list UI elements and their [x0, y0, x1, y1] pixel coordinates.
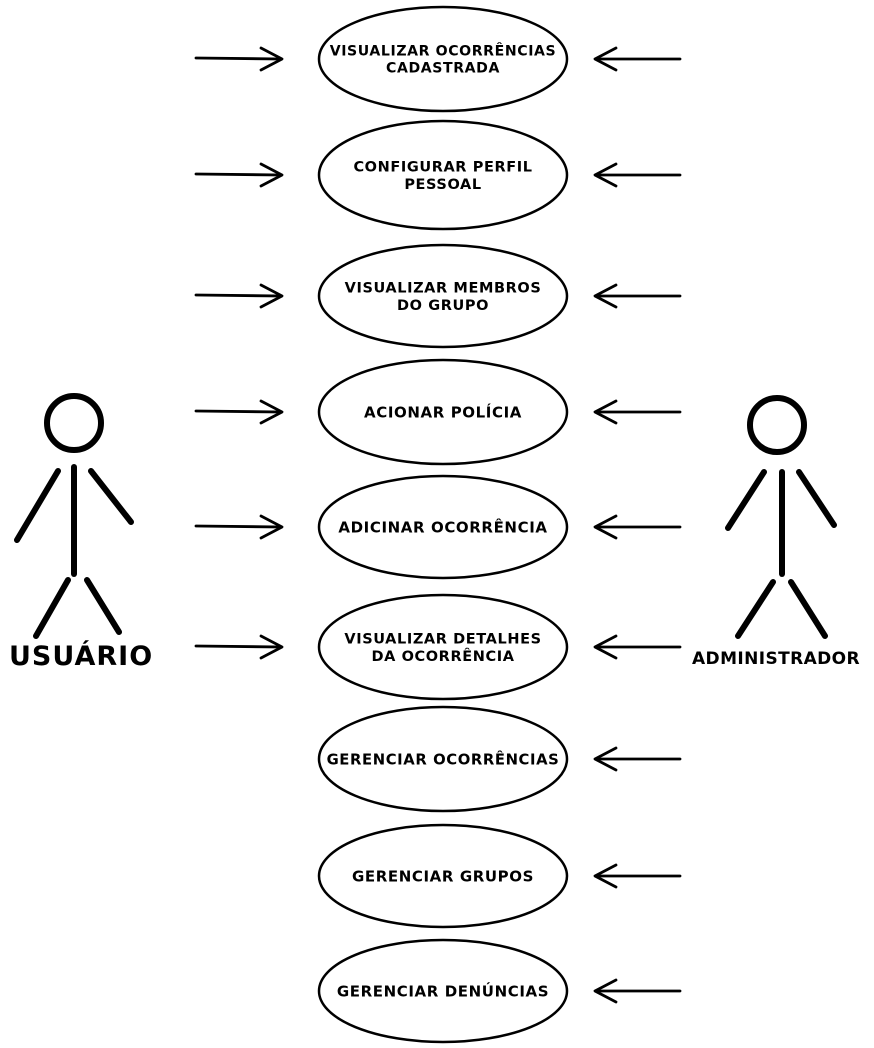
arrow-admin-to-use-case: [593, 399, 682, 425]
arrow-head: [593, 399, 618, 425]
arrow-user-to-use-case: [194, 46, 284, 72]
arrow-shaft: [194, 524, 283, 529]
arrow-admin-to-use-case: [593, 46, 682, 72]
use-case-label-line-2: DA OCORRÊNCIA: [371, 648, 514, 665]
arrow-head: [593, 634, 618, 660]
arrow-head: [259, 634, 284, 660]
use-case-label-line-1: ACIONAR POLÍCIA: [364, 402, 522, 421]
arrow-shaft: [194, 56, 283, 61]
actor-user-figure: [14, 393, 134, 639]
arrow-user-to-use-case: [194, 162, 284, 188]
use-case-label-line-1: CONFIGURAR PERFIL: [353, 159, 532, 175]
use-case-label-line-1: VISUALIZAR DETALHES: [344, 631, 541, 647]
arrow-admin-to-use-case: [593, 283, 682, 309]
use-case: GERENCIAR GRUPOS: [317, 823, 569, 929]
actor-user-label: USUÁRIO: [9, 641, 154, 672]
use-case-ellipse: [317, 593, 569, 701]
actor-admin-figure: [725, 395, 837, 639]
use-case-label-line-1: ADICINAR OCORRÊNCIA: [338, 517, 547, 536]
use-case-ellipse: [317, 358, 569, 466]
actor-user-left-arm: [14, 468, 61, 543]
use-case-label-line-1: GERENCIAR OCORRÊNCIAS: [327, 750, 560, 768]
actor-user-right-leg: [84, 577, 122, 635]
use-case-ellipse: [317, 705, 569, 813]
arrow-head: [593, 746, 618, 772]
actor-user-head: [44, 393, 104, 453]
arrow-user-to-use-case: [194, 283, 284, 309]
arrow-admin-to-use-case: [593, 863, 682, 889]
actor-user-left-leg: [33, 577, 71, 639]
use-case: GERENCIAR OCORRÊNCIAS: [317, 705, 569, 813]
use-case-label-line-1: VISUALIZAR MEMBROS: [345, 280, 542, 296]
actor-admin-left-leg: [735, 579, 776, 639]
use-case-ellipse: [317, 243, 569, 349]
use-case-ellipse: [317, 823, 569, 929]
use-case-label-line-2: PESSOAL: [404, 177, 481, 193]
actor-admin-head: [747, 395, 807, 455]
use-case-ellipse: [317, 5, 569, 113]
arrow-head: [259, 399, 284, 425]
arrow-head: [593, 162, 618, 188]
use-case: ACIONAR POLÍCIA: [317, 358, 569, 466]
arrow-admin-to-use-case: [593, 978, 682, 1004]
arrow-admin-to-use-case: [593, 634, 682, 660]
use-case: VISUALIZAR MEMBROS DO GRUPO: [317, 243, 569, 349]
actor-user-right-arm: [88, 468, 134, 525]
arrow-user-to-use-case: [194, 514, 284, 540]
arrow-head: [593, 863, 618, 889]
arrow-head: [259, 283, 284, 309]
arrow-admin-to-use-case: [593, 746, 682, 772]
arrow-head: [259, 46, 284, 72]
arrow-admin-to-use-case: [593, 514, 682, 540]
arrow-head: [593, 283, 618, 309]
arrow-shaft: [194, 409, 283, 414]
arrow-user-to-use-case: [194, 399, 284, 425]
arrow-head: [593, 514, 618, 540]
arrows-layer: [194, 46, 682, 1004]
use-case: CONFIGURAR PERFIL PESSOAL: [317, 119, 569, 231]
actor-admin-left-arm: [725, 469, 767, 531]
arrow-shaft: [194, 644, 283, 649]
actor-admin-right-leg: [788, 579, 828, 639]
arrow-user-to-use-case: [194, 634, 284, 660]
use-case-label-line-2: CADASTRADA: [386, 61, 500, 77]
arrow-head: [593, 46, 618, 72]
use-case: GERENCIAR DENÚNCIAS: [317, 938, 569, 1044]
use-case-ellipse: [317, 474, 569, 580]
use-case: ADICINAR OCORRÊNCIA: [317, 474, 569, 580]
use-case-label-line-1: VISUALIZAR OCORRÊNCIAS: [330, 41, 557, 59]
arrow-admin-to-use-case: [593, 162, 682, 188]
use-case-label-line-1: GERENCIAR DENÚNCIAS: [337, 981, 549, 1000]
arrow-head: [259, 162, 284, 188]
actor-admin-label: ADMINISTRADOR: [692, 649, 861, 669]
use-cases-layer: VISUALIZAR OCORRÊNCIAS CADASTRADA CONFIGUR…: [317, 5, 569, 1044]
use-case-label-line-1: GERENCIAR GRUPOS: [352, 867, 534, 885]
use-case-ellipse: [317, 938, 569, 1044]
arrow-shaft: [194, 293, 283, 298]
use-case-label-line-2: DO GRUPO: [397, 298, 489, 314]
arrow-head: [259, 514, 284, 540]
use-case: VISUALIZAR OCORRÊNCIAS CADASTRADA: [317, 5, 569, 113]
arrow-head: [593, 978, 618, 1004]
actor-admin-right-arm: [796, 469, 837, 528]
arrow-shaft: [194, 172, 283, 177]
use-case-ellipse: [317, 119, 569, 231]
